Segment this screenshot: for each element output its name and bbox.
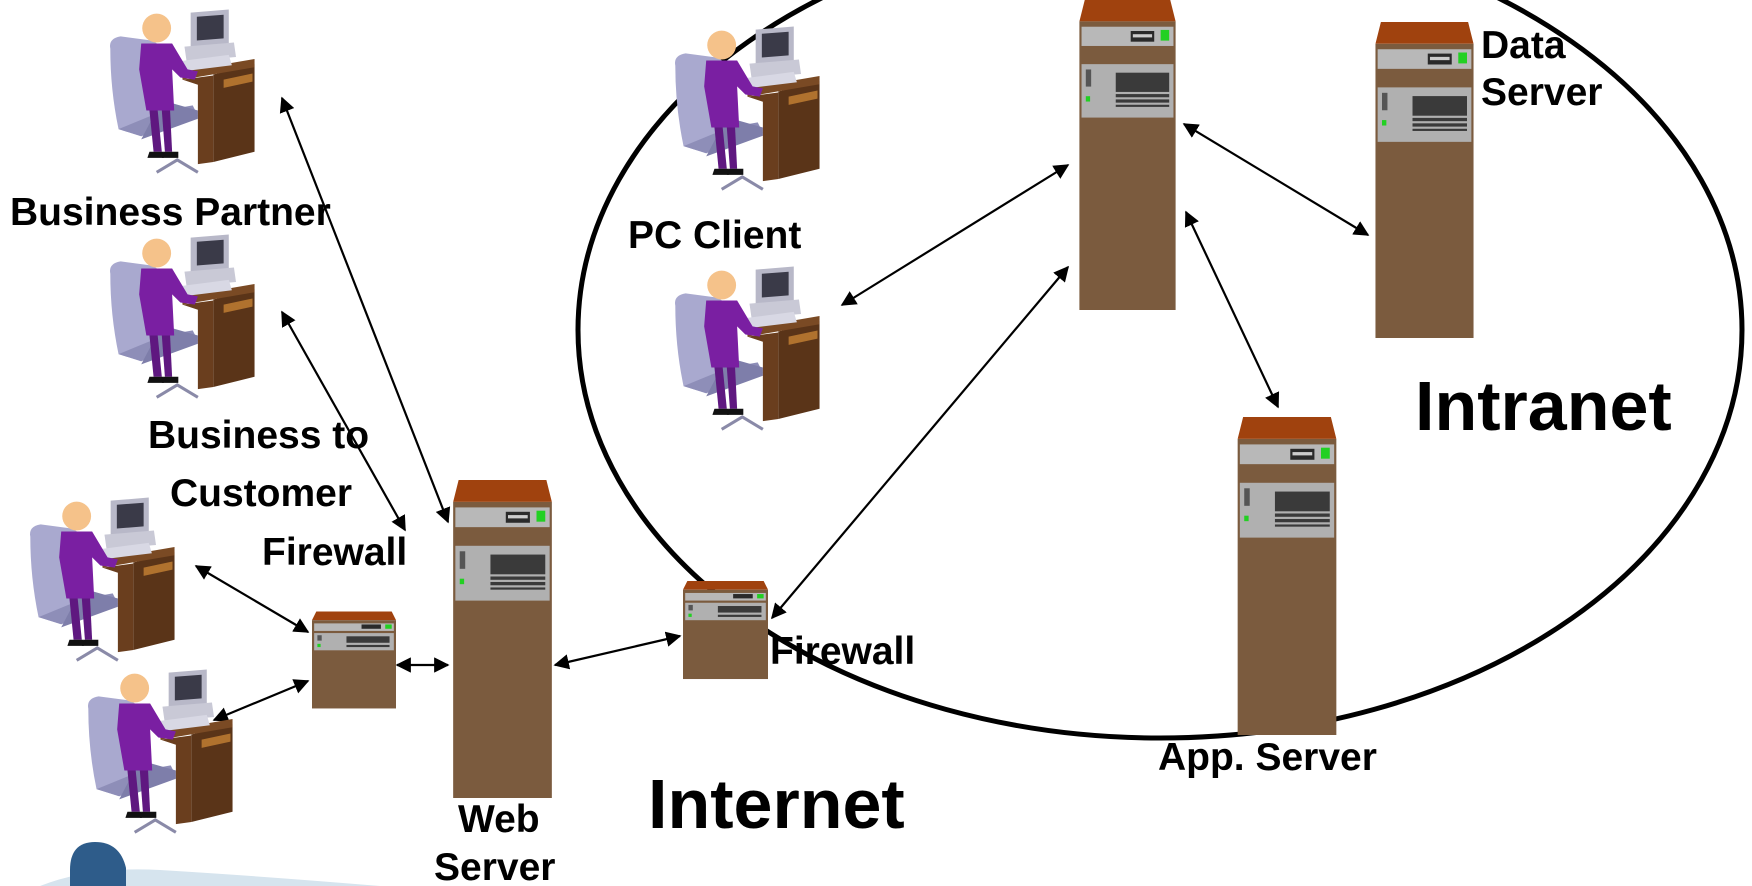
label-data: Data — [1481, 24, 1566, 67]
connections — [194, 96, 1370, 722]
firewall-left-icon — [312, 611, 396, 709]
label-pc-client: PC Client — [628, 214, 801, 257]
label-business-to: Business to — [148, 414, 369, 457]
business-to-customer-workstation-icon — [108, 232, 257, 399]
app-server-icon — [1237, 417, 1337, 735]
link-client2-firewall — [212, 679, 310, 722]
firewall-right-icon — [683, 580, 768, 680]
link-partner-webserver — [279, 96, 451, 524]
link-client1-firewall — [194, 565, 310, 633]
label-intranet: Intranet — [1415, 367, 1672, 445]
label-web-server: Server — [434, 846, 555, 886]
link-mainserver-appserver — [1184, 210, 1280, 409]
label-web: Web — [458, 798, 540, 841]
main-server-icon — [1079, 0, 1176, 310]
intranet-boundary — [575, 0, 1745, 741]
logo-fragment — [40, 842, 380, 886]
customer-workstation-1-icon — [28, 495, 177, 662]
label-app-server: App. Server — [1158, 736, 1377, 779]
link-mainserver-dataserver — [1182, 123, 1370, 236]
link-webserver-firewall2 — [553, 631, 682, 670]
link-b2c-webserver — [281, 310, 406, 532]
business-partner-workstation-icon — [108, 7, 257, 174]
pc-client-workstation-2-icon — [673, 264, 822, 431]
label-server: Server — [1481, 71, 1602, 114]
link-firewall2-mainserver — [771, 265, 1069, 620]
data-server-icon — [1375, 22, 1474, 338]
web-server-icon — [453, 480, 552, 798]
link-pcclient-mainserver — [840, 164, 1070, 306]
label-business-partner: Business Partner — [10, 191, 331, 234]
label-customer: Customer — [170, 472, 352, 515]
label-firewall-right: Firewall — [770, 630, 915, 673]
pc-client-workstation-1-icon — [673, 24, 822, 191]
label-internet: Internet — [648, 765, 905, 843]
label-firewall-left: Firewall — [262, 531, 407, 574]
customer-workstation-2-icon — [86, 667, 235, 834]
